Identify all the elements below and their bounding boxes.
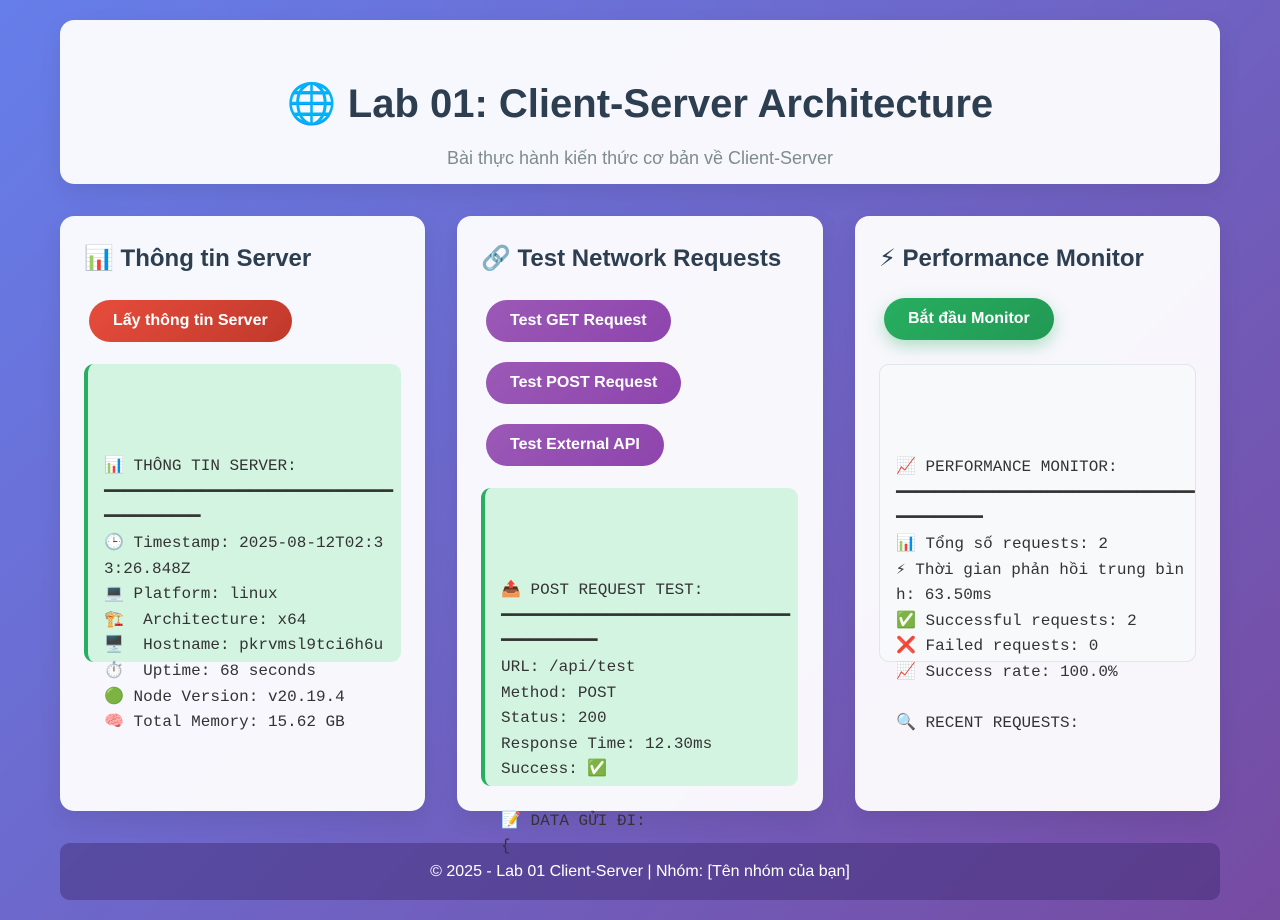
page-title: 🌐 Lab 01: Client-Server Architecture — [286, 82, 994, 126]
get-server-info-button[interactable]: Lấy thông tin Server — [89, 300, 292, 342]
network-requests-card: 🔗 Test Network Requests Test GET Request… — [457, 216, 823, 855]
network-request-output: 📤 POST REQUEST TEST: ━━━━━━━━━━━━━━━━━━━… — [481, 488, 798, 855]
performance-monitor-output-text: 📈 PERFORMANCE MONITOR: ━━━━━━━━━━━━━━━━━… — [896, 458, 1195, 733]
page-subtitle: Bài thực hành kiến thức cơ bản về Client… — [446, 148, 834, 168]
server-info-title: 📊 Thông tin Server — [84, 245, 312, 272]
start-monitor-button[interactable]: Bắt đầu Monitor — [884, 298, 1054, 340]
server-info-output: 📊 THÔNG TIN SERVER: ━━━━━━━━━━━━━━━━━━━━… — [84, 364, 401, 731]
network-requests-title: 🔗 Test Network Requests — [481, 245, 782, 272]
performance-monitor-card: ⚡ Performance Monitor Bắt đầu Monitor 📈 … — [855, 216, 1220, 811]
page-header: 🌐 Lab 01: Client-Server Architecture Bài… — [60, 20, 1220, 184]
test-external-api-button[interactable]: Test External API — [486, 424, 664, 466]
performance-monitor-title: ⚡ Performance Monitor — [879, 245, 1144, 272]
network-request-output-text: 📤 POST REQUEST TEST: ━━━━━━━━━━━━━━━━━━━… — [501, 581, 790, 856]
performance-monitor-output: 📈 PERFORMANCE MONITOR: ━━━━━━━━━━━━━━━━━… — [879, 364, 1196, 732]
server-info-output-text: 📊 THÔNG TIN SERVER: ━━━━━━━━━━━━━━━━━━━━… — [104, 457, 393, 732]
test-post-request-button[interactable]: Test POST Request — [486, 362, 682, 404]
test-get-request-button[interactable]: Test GET Request — [486, 300, 671, 342]
page-footer: © 2025 - Lab 01 Client-Server | Nhóm: [T… — [60, 843, 1220, 900]
server-info-card: 📊 Thông tin Server Lấy thông tin Server … — [60, 216, 425, 811]
